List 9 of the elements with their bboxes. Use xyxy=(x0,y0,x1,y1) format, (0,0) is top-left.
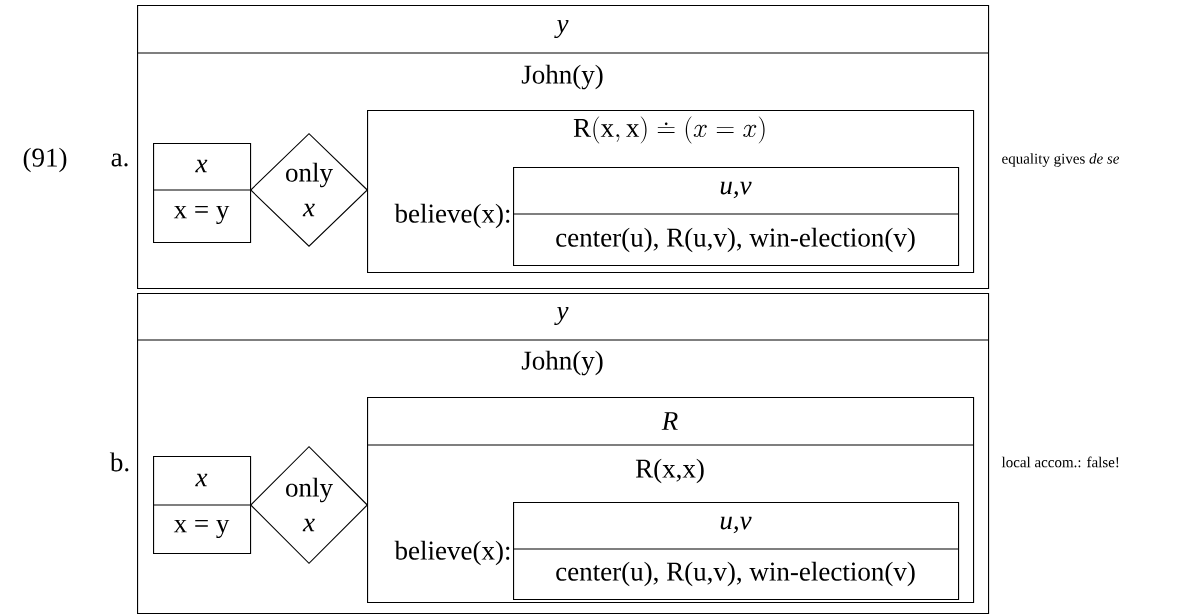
drs-box: x x = y xyxy=(152,456,252,555)
drs-box: x x = y xyxy=(152,143,252,244)
drs-box: u,v center(u), R(u,v), win-election(v) xyxy=(512,502,960,601)
example-number: (91) xyxy=(23,147,67,173)
example-number: b. xyxy=(109,452,129,472)
example-number: a. xyxy=(111,153,128,167)
note: local accom.: false! xyxy=(1001,456,1119,468)
note: equality gives de se xyxy=(1002,153,1120,167)
drs-box: u,v center(u), R(u,v), win-election(v) xyxy=(512,167,960,267)
